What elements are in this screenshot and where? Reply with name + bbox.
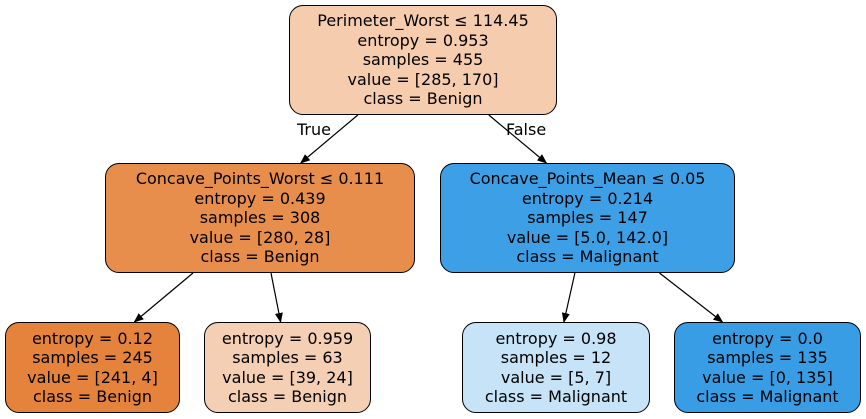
node-samples: samples = 245 bbox=[32, 348, 153, 367]
leaf-node-benign-63: entropy = 0.959 samples = 63 value = [39… bbox=[204, 322, 371, 413]
node-class: class = Benign bbox=[33, 387, 152, 406]
edge-n2-n5 bbox=[561, 272, 576, 323]
node-entropy: entropy = 0.98 bbox=[495, 328, 617, 348]
node-samples: samples = 147 bbox=[527, 208, 648, 228]
branch-label-true: True bbox=[297, 120, 331, 139]
edge-n0-n1 bbox=[299, 114, 359, 164]
edge-n0-n2 bbox=[488, 114, 548, 164]
node-split-condition: Concave_Points_Worst ≤ 0.111 bbox=[135, 169, 385, 189]
node-split-condition: Concave_Points_Mean ≤ 0.05 bbox=[469, 169, 706, 189]
node-split-condition: Perimeter_Worst ≤ 114.45 bbox=[317, 11, 529, 31]
node-value: value = [285, 170] bbox=[347, 69, 499, 89]
node-value: value = [5.0, 142.0] bbox=[506, 227, 669, 247]
node-class: class = Malignant bbox=[484, 387, 628, 406]
node-entropy: entropy = 0.959 bbox=[221, 328, 354, 348]
node-entropy: entropy = 0.12 bbox=[31, 328, 154, 348]
node-entropy: entropy = 0.439 bbox=[194, 188, 326, 208]
root-node-perimeter-worst: Perimeter_Worst ≤ 114.45 entropy = 0.953… bbox=[289, 5, 557, 115]
node-concave-points-worst: Concave_Points_Worst ≤ 0.111 entropy = 0… bbox=[105, 163, 415, 273]
node-value: value = [39, 24] bbox=[222, 367, 353, 387]
node-samples: samples = 308 bbox=[199, 208, 321, 228]
node-samples: samples = 12 bbox=[500, 348, 612, 367]
node-samples: samples = 135 bbox=[707, 348, 828, 367]
node-class: class = Benign bbox=[228, 387, 347, 406]
node-value: value = [280, 28] bbox=[189, 227, 331, 247]
node-entropy: entropy = 0.214 bbox=[521, 188, 654, 208]
branch-label-false: False bbox=[506, 120, 547, 139]
node-value: value = [0, 135] bbox=[702, 367, 833, 387]
node-class: class = Malignant bbox=[516, 247, 659, 267]
node-value: value = [5, 7] bbox=[500, 367, 612, 387]
node-entropy: entropy = 0.0 bbox=[712, 328, 823, 348]
edge-n1-n4 bbox=[270, 272, 283, 323]
node-value: value = [241, 4] bbox=[27, 367, 158, 387]
node-class: class = Benign bbox=[200, 247, 320, 267]
node-entropy: entropy = 0.953 bbox=[357, 30, 489, 50]
node-class: class = Benign bbox=[363, 89, 483, 109]
node-class: class = Malignant bbox=[696, 387, 839, 406]
leaf-node-malignant-135: entropy = 0.0 samples = 135 value = [0, … bbox=[674, 322, 861, 413]
node-concave-points-mean: Concave_Points_Mean ≤ 0.05 entropy = 0.2… bbox=[440, 163, 735, 273]
leaf-node-malignant-12: entropy = 0.98 samples = 12 value = [5, … bbox=[462, 322, 650, 413]
edge-n2-n6 bbox=[659, 272, 724, 323]
node-samples: samples = 455 bbox=[362, 50, 484, 70]
node-samples: samples = 63 bbox=[232, 348, 343, 367]
edge-n1-n3 bbox=[133, 272, 194, 323]
leaf-node-benign-245: entropy = 0.12 samples = 245 value = [24… bbox=[5, 322, 180, 413]
